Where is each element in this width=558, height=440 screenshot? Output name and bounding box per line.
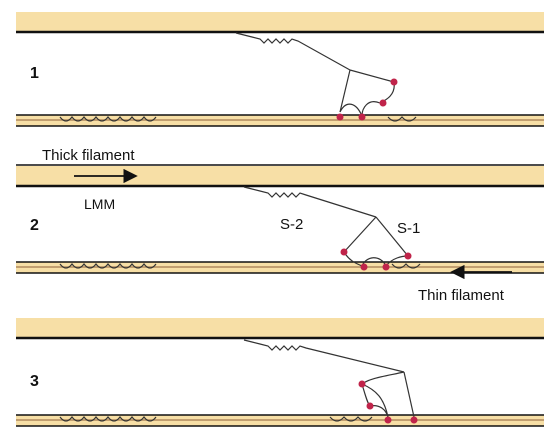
cross-bridge-bumps-3b: [329, 416, 373, 422]
s2-tail-1: [235, 32, 351, 71]
thick-filament-3: [16, 318, 544, 338]
myosin-head-3a: [358, 380, 366, 388]
s1-head-1a: [339, 69, 351, 113]
myosin-head-2c: [360, 263, 368, 271]
panel-number-3: 3: [30, 373, 39, 390]
s1-head-2a: [343, 216, 377, 253]
thick-filament-2: [16, 166, 544, 186]
panel-3: 3: [16, 318, 544, 427]
lever-arm-1: [349, 69, 395, 83]
cross-bridge-bumps-2: [59, 263, 157, 269]
s2-tail-3: [243, 339, 405, 373]
myosin-head-1b: [379, 99, 387, 107]
panel-2: Thick filament LMM S-2 S-1 2 Thin filame…: [16, 147, 544, 304]
thick-filament-label: Thick filament: [42, 147, 135, 164]
myosin-head-2d: [382, 263, 390, 271]
panel-number-1: 1: [30, 65, 39, 82]
myosin-head-2a: [340, 248, 348, 256]
s1-label: S-1: [397, 220, 420, 237]
panel-1: 1: [16, 12, 544, 127]
s1-head-3b: [361, 371, 405, 385]
cross-bridge-bumps-3: [59, 416, 157, 422]
s1-head-3c: [361, 383, 389, 418]
cross-bridge-bumps-2b: [391, 263, 421, 269]
myosin-head-3c: [384, 416, 392, 424]
thin-filament-label: Thin filament: [418, 287, 505, 304]
panel-number-2: 2: [30, 217, 39, 234]
myosin-head-1d: [358, 113, 366, 121]
myosin-head-2b: [404, 252, 412, 260]
s1-head-1d: [339, 103, 363, 117]
s2-label: S-2: [280, 216, 303, 233]
s1-head-1c: [361, 101, 381, 117]
myosin-head-3d: [410, 416, 418, 424]
cross-bridge-bumps-1b: [387, 116, 417, 122]
myosin-head-3b: [366, 402, 374, 410]
s2-tail-2: [243, 186, 377, 218]
s1-head-3a: [403, 371, 415, 418]
lmm-label: LMM: [84, 196, 115, 212]
myosin-head-1a: [390, 78, 398, 86]
myosin-head-1c: [336, 113, 344, 121]
thick-filament-1: [16, 12, 544, 32]
s1-head-2b: [375, 216, 409, 257]
cross-bridge-bumps-1: [59, 116, 157, 122]
